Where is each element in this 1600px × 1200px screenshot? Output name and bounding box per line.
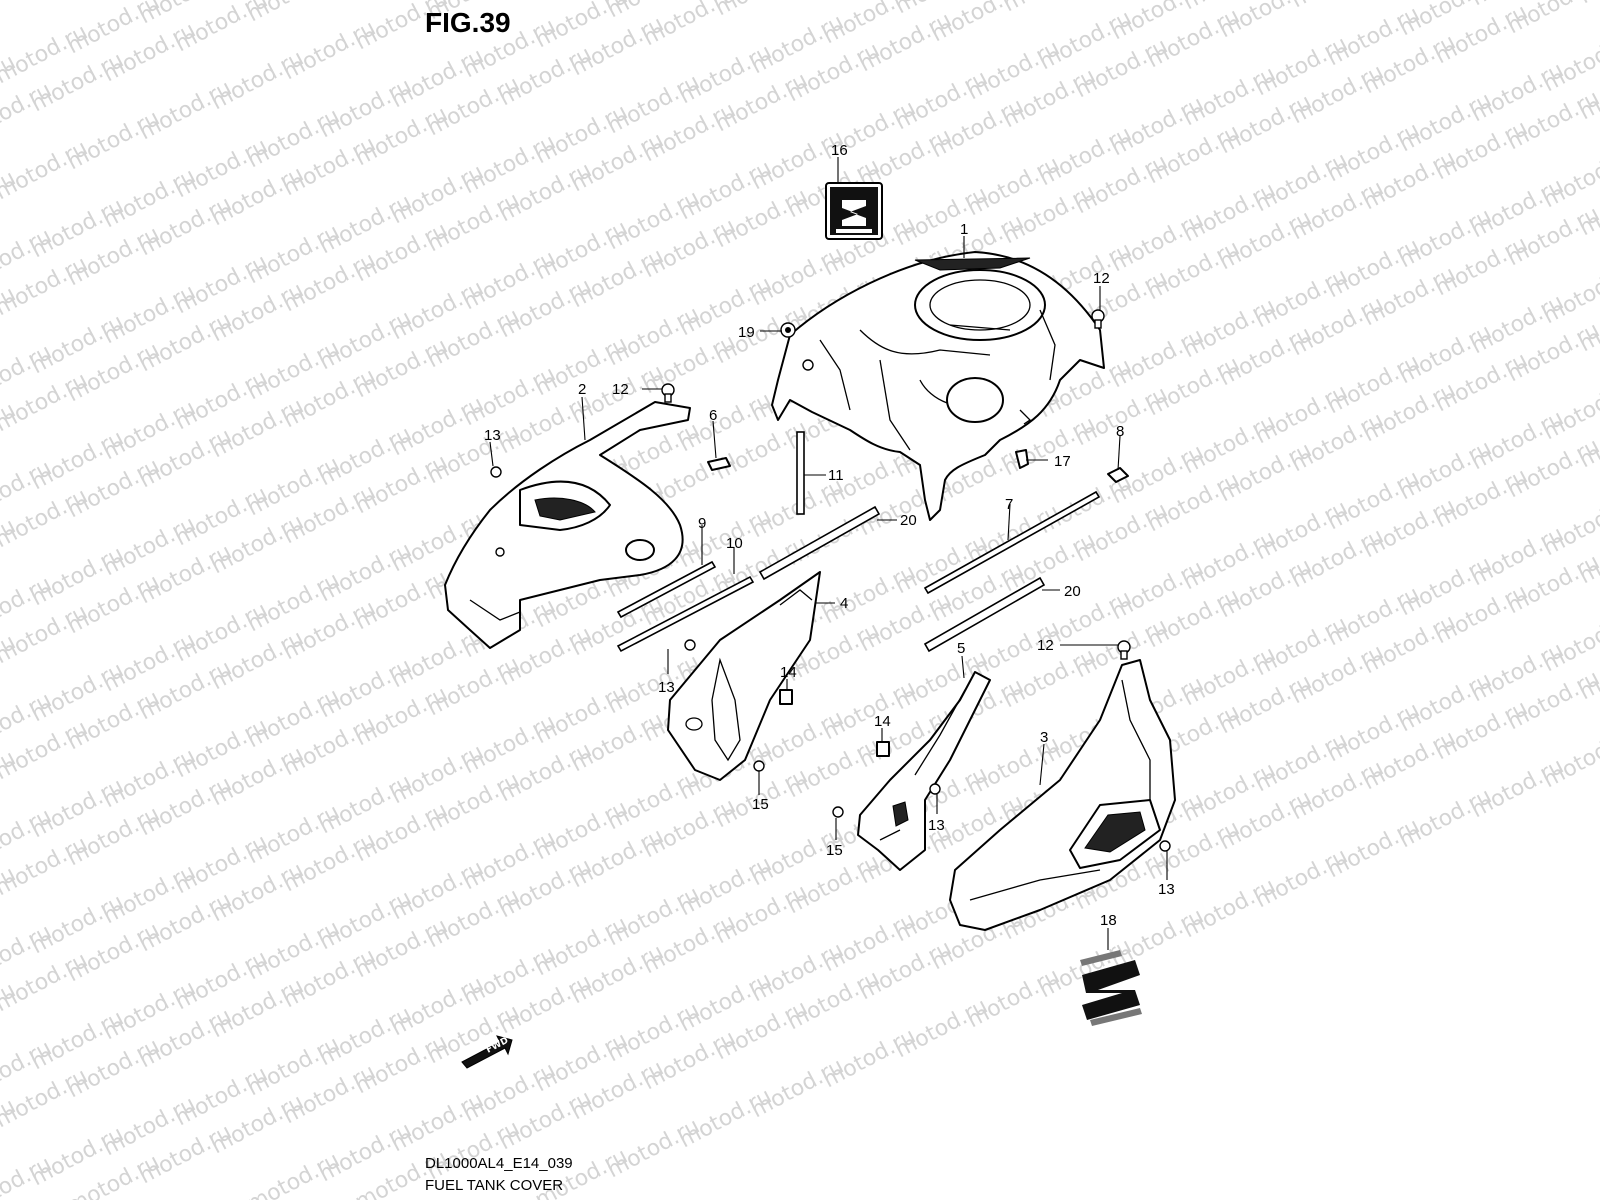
watermark-text: motod.ru	[1575, 0, 1600, 9]
callout-20-upper: 20	[900, 512, 917, 529]
screw-15-a	[753, 760, 765, 772]
part-4-left-inner-panel	[667, 571, 821, 781]
callout-19: 19	[738, 324, 755, 341]
watermark-text: motod.ru	[1287, 0, 1388, 13]
figure-code: DL1000AL4_E14_039	[425, 1155, 573, 1172]
part-11-vertical-strip	[796, 431, 805, 515]
callout-14-a: 14	[780, 664, 797, 681]
callout-1: 1	[960, 221, 968, 238]
part-3-right-side-panel	[949, 659, 1176, 931]
callout-12-left: 12	[612, 381, 629, 398]
part-5-right-inner-bracket	[857, 671, 991, 871]
watermark-text: motod.ru	[999, 0, 1100, 17]
part-18-decal	[1080, 950, 1142, 1026]
callout-2: 2	[578, 381, 586, 398]
callout-4: 4	[840, 595, 848, 612]
part-14-pad-a	[779, 689, 793, 705]
leader-lines	[489, 157, 1168, 950]
callout-12-top: 12	[1093, 270, 1110, 287]
screw-13-d	[1159, 840, 1171, 852]
figure-title: FIG.39	[425, 7, 511, 38]
part-9-strip	[616, 560, 717, 619]
callout-10: 10	[726, 535, 743, 552]
callout-9: 9	[698, 515, 706, 532]
callout-7: 7	[1005, 496, 1013, 513]
screw-13-a	[490, 466, 502, 478]
part-20-lower-strip	[923, 576, 1046, 653]
bolt-12-right	[1117, 640, 1131, 660]
part-8-pad	[1107, 467, 1129, 483]
bolt-12-left	[661, 383, 675, 403]
part-7-strip	[923, 490, 1101, 595]
watermark-text: motod.ru	[243, 0, 344, 27]
callout-labels: 16 1 19 12 12 2 13 6 8 11 20 7 9 10 4 17…	[484, 142, 1175, 929]
callout-8: 8	[1116, 423, 1124, 440]
callout-18: 18	[1100, 912, 1117, 929]
callout-15-a: 15	[752, 796, 769, 813]
callout-16: 16	[831, 142, 848, 159]
screw-13-c	[929, 783, 941, 795]
part-14-pad-b	[876, 741, 890, 757]
callout-5: 5	[957, 640, 965, 657]
screw-15-b	[832, 806, 844, 818]
part-2-left-front-panel	[444, 401, 691, 649]
bolt-19	[780, 322, 796, 338]
part-6-pad	[707, 457, 731, 471]
part-17-clip	[1015, 449, 1029, 469]
callout-11: 11	[828, 467, 844, 484]
callout-17: 17	[1054, 453, 1071, 470]
callout-12-right: 12	[1037, 637, 1054, 654]
part-16-emblem	[825, 182, 883, 240]
figure-name: FUEL TANK COVER	[425, 1177, 563, 1194]
callout-3: 3	[1040, 729, 1048, 746]
part-20-upper-strip	[758, 505, 881, 581]
callout-13-a: 13	[484, 427, 501, 444]
part-10-strip	[616, 575, 755, 653]
screw-13-b	[684, 639, 696, 651]
bolt-12-top-right	[1091, 309, 1105, 329]
part-1-tank-cover	[771, 251, 1105, 521]
watermark-text: motod.ru	[711, 0, 812, 21]
callout-14-b: 14	[874, 713, 891, 730]
callout-13-d: 13	[1158, 881, 1175, 898]
callout-13-b: 13	[658, 679, 675, 696]
callout-13-c: 13	[928, 817, 945, 834]
callout-20-lower: 20	[1064, 583, 1081, 600]
callout-6: 6	[709, 407, 717, 424]
callout-15-b: 15	[826, 842, 843, 859]
